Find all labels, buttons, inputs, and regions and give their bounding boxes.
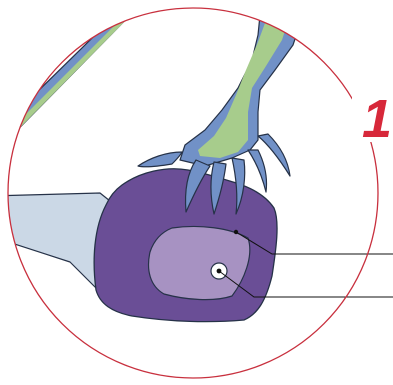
nucleus [149,226,250,299]
diagonal-process-core [0,2,142,158]
magnified-view [0,0,304,322]
diagonal-process-sheath [0,0,150,168]
end-foot-5 [248,150,267,192]
panel-number: 1 [362,89,392,149]
end-foot-1 [138,152,182,167]
